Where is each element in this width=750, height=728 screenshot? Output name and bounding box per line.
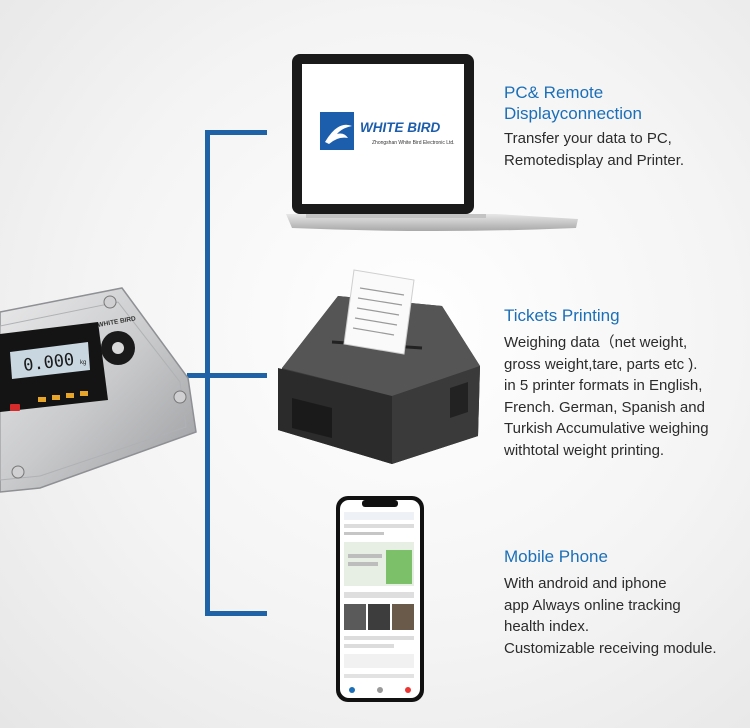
section-body-line: app Always online tracking	[504, 596, 681, 614]
section-body-line: Remotedisplay and Printer.	[504, 151, 685, 169]
section-body-line: health index.	[504, 618, 590, 635]
section-body-line: French. German, Spanish and	[504, 398, 705, 416]
section-body-line: With android and iphone	[504, 575, 667, 592]
weighing-indicator: WHITE BIRD 0.000 kg	[0, 287, 197, 493]
printer-image	[278, 269, 480, 464]
section-body-line: Transfer your data to PC,	[504, 130, 672, 147]
laptop-brand-subtitle: Zhongshan White Bird Electronic Ltd.	[372, 140, 455, 146]
section-body-line: gross weight,tare, parts etc ).	[504, 355, 698, 373]
section-title-mobile-phone: Mobile Phone	[504, 546, 608, 567]
section-title-pc-remote: PC& Remote Displayconnection	[504, 82, 642, 124]
section-body-line: withtotal weight printing.	[504, 441, 665, 459]
section-body-line: Customizable receiving module.	[504, 639, 717, 657]
section-body-pc-remote: Transfer your data to PC, Remotedisplay …	[504, 128, 684, 171]
indicator-unit: kg	[80, 360, 86, 366]
section-title-line: Mobile Phone	[504, 547, 608, 566]
section-body-line: Turkish Accumulative weighing	[504, 420, 709, 437]
mobile-phone-image	[336, 496, 424, 702]
section-title-line: PC& Remote	[504, 83, 604, 102]
section-title-line: Displayconnection	[504, 104, 642, 123]
section-body-line: in 5 printer formats in English,	[504, 377, 703, 394]
power-icon	[10, 404, 20, 411]
section-title-line: Tickets Printing	[504, 306, 620, 325]
laptop-brand: WHITE BIRD	[360, 120, 440, 135]
section-body-tickets-printing: Weighing data（net weight, gross weight,t…	[504, 332, 709, 461]
connector-middle	[187, 373, 267, 378]
section-body-mobile-phone: With android and iphone app Always onlin…	[504, 573, 717, 659]
connector-top	[205, 130, 267, 135]
section-body-line: Weighing data（net weight,	[504, 334, 688, 351]
laptop-image: WHITE BIRD Zhongshan White Bird Electron…	[286, 54, 578, 231]
section-title-tickets-printing: Tickets Printing	[504, 305, 620, 326]
connector-bottom	[205, 611, 267, 616]
